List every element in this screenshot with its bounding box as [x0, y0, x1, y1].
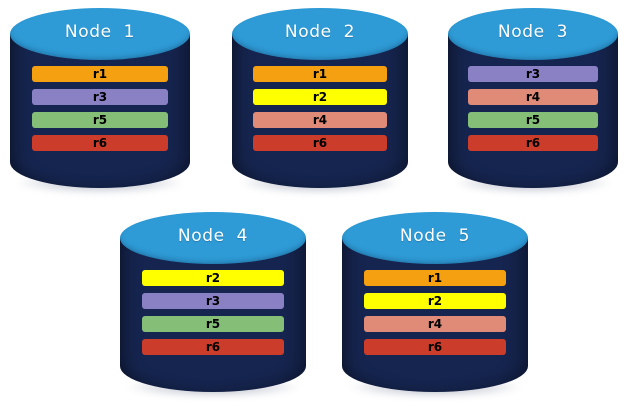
node-2-replica-r4[interactable]: r4: [253, 112, 387, 128]
node-4-replica-r3[interactable]: r3: [142, 293, 284, 309]
node-3-replica-r5[interactable]: r5: [468, 112, 598, 128]
node-2-replica-list: r1 r2 r4 r6: [232, 66, 408, 151]
node-2-label: Node 2: [284, 22, 356, 42]
node-1-replica-r5[interactable]: r5: [31, 112, 169, 128]
node-4-label: Node 4: [177, 226, 249, 246]
node-4-replica-list: r2 r3 r5 r6: [120, 270, 306, 355]
node-3[interactable]: Node 3 r3 r4 r5 r6: [448, 8, 618, 194]
node-4-replica-r2[interactable]: r2: [142, 270, 284, 286]
node-3-replica-list: r3 r4 r5 r6: [448, 66, 618, 151]
node-5-cylinder-top: [342, 212, 528, 264]
node-1-replica-list: r1 r3 r5 r6: [10, 66, 190, 151]
node-3-replica-r3[interactable]: r3: [468, 66, 598, 82]
node-1-replica-r6[interactable]: r6: [31, 135, 169, 151]
node-2-cylinder-top: [232, 8, 408, 60]
node-1-replica-r3[interactable]: r3: [31, 89, 169, 105]
node-1-replica-r1[interactable]: r1: [31, 66, 169, 82]
node-2[interactable]: Node 2 r1 r2 r4 r6: [232, 8, 408, 194]
node-1-cylinder-top: [10, 8, 190, 60]
node-4-replica-r5[interactable]: r5: [142, 316, 284, 332]
node-1[interactable]: Node 1 r1 r3 r5 r6: [10, 8, 190, 194]
node-5-replica-r4[interactable]: r4: [364, 316, 506, 332]
node-3-replica-r6[interactable]: r6: [468, 135, 598, 151]
node-2-replica-r6[interactable]: r6: [253, 135, 387, 151]
node-5-replica-r6[interactable]: r6: [364, 339, 506, 355]
node-1-label: Node 1: [64, 22, 136, 42]
node-5-replica-list: r1 r2 r4 r6: [342, 270, 528, 355]
node-4-cylinder-top: [120, 212, 306, 264]
node-2-replica-r2[interactable]: r2: [253, 89, 387, 105]
node-2-replica-r1[interactable]: r1: [253, 66, 387, 82]
node-5[interactable]: Node 5 r1 r2 r4 r6: [342, 212, 528, 398]
node-3-replica-r4[interactable]: r4: [468, 89, 598, 105]
node-3-label: Node 3: [497, 22, 569, 42]
node-4[interactable]: Node 4 r2 r3 r5 r6: [120, 212, 306, 398]
node-5-label: Node 5: [399, 226, 471, 246]
node-5-replica-r1[interactable]: r1: [364, 270, 506, 286]
node-3-cylinder-top: [448, 8, 618, 60]
node-5-replica-r2[interactable]: r2: [364, 293, 506, 309]
node-4-replica-r6[interactable]: r6: [142, 339, 284, 355]
